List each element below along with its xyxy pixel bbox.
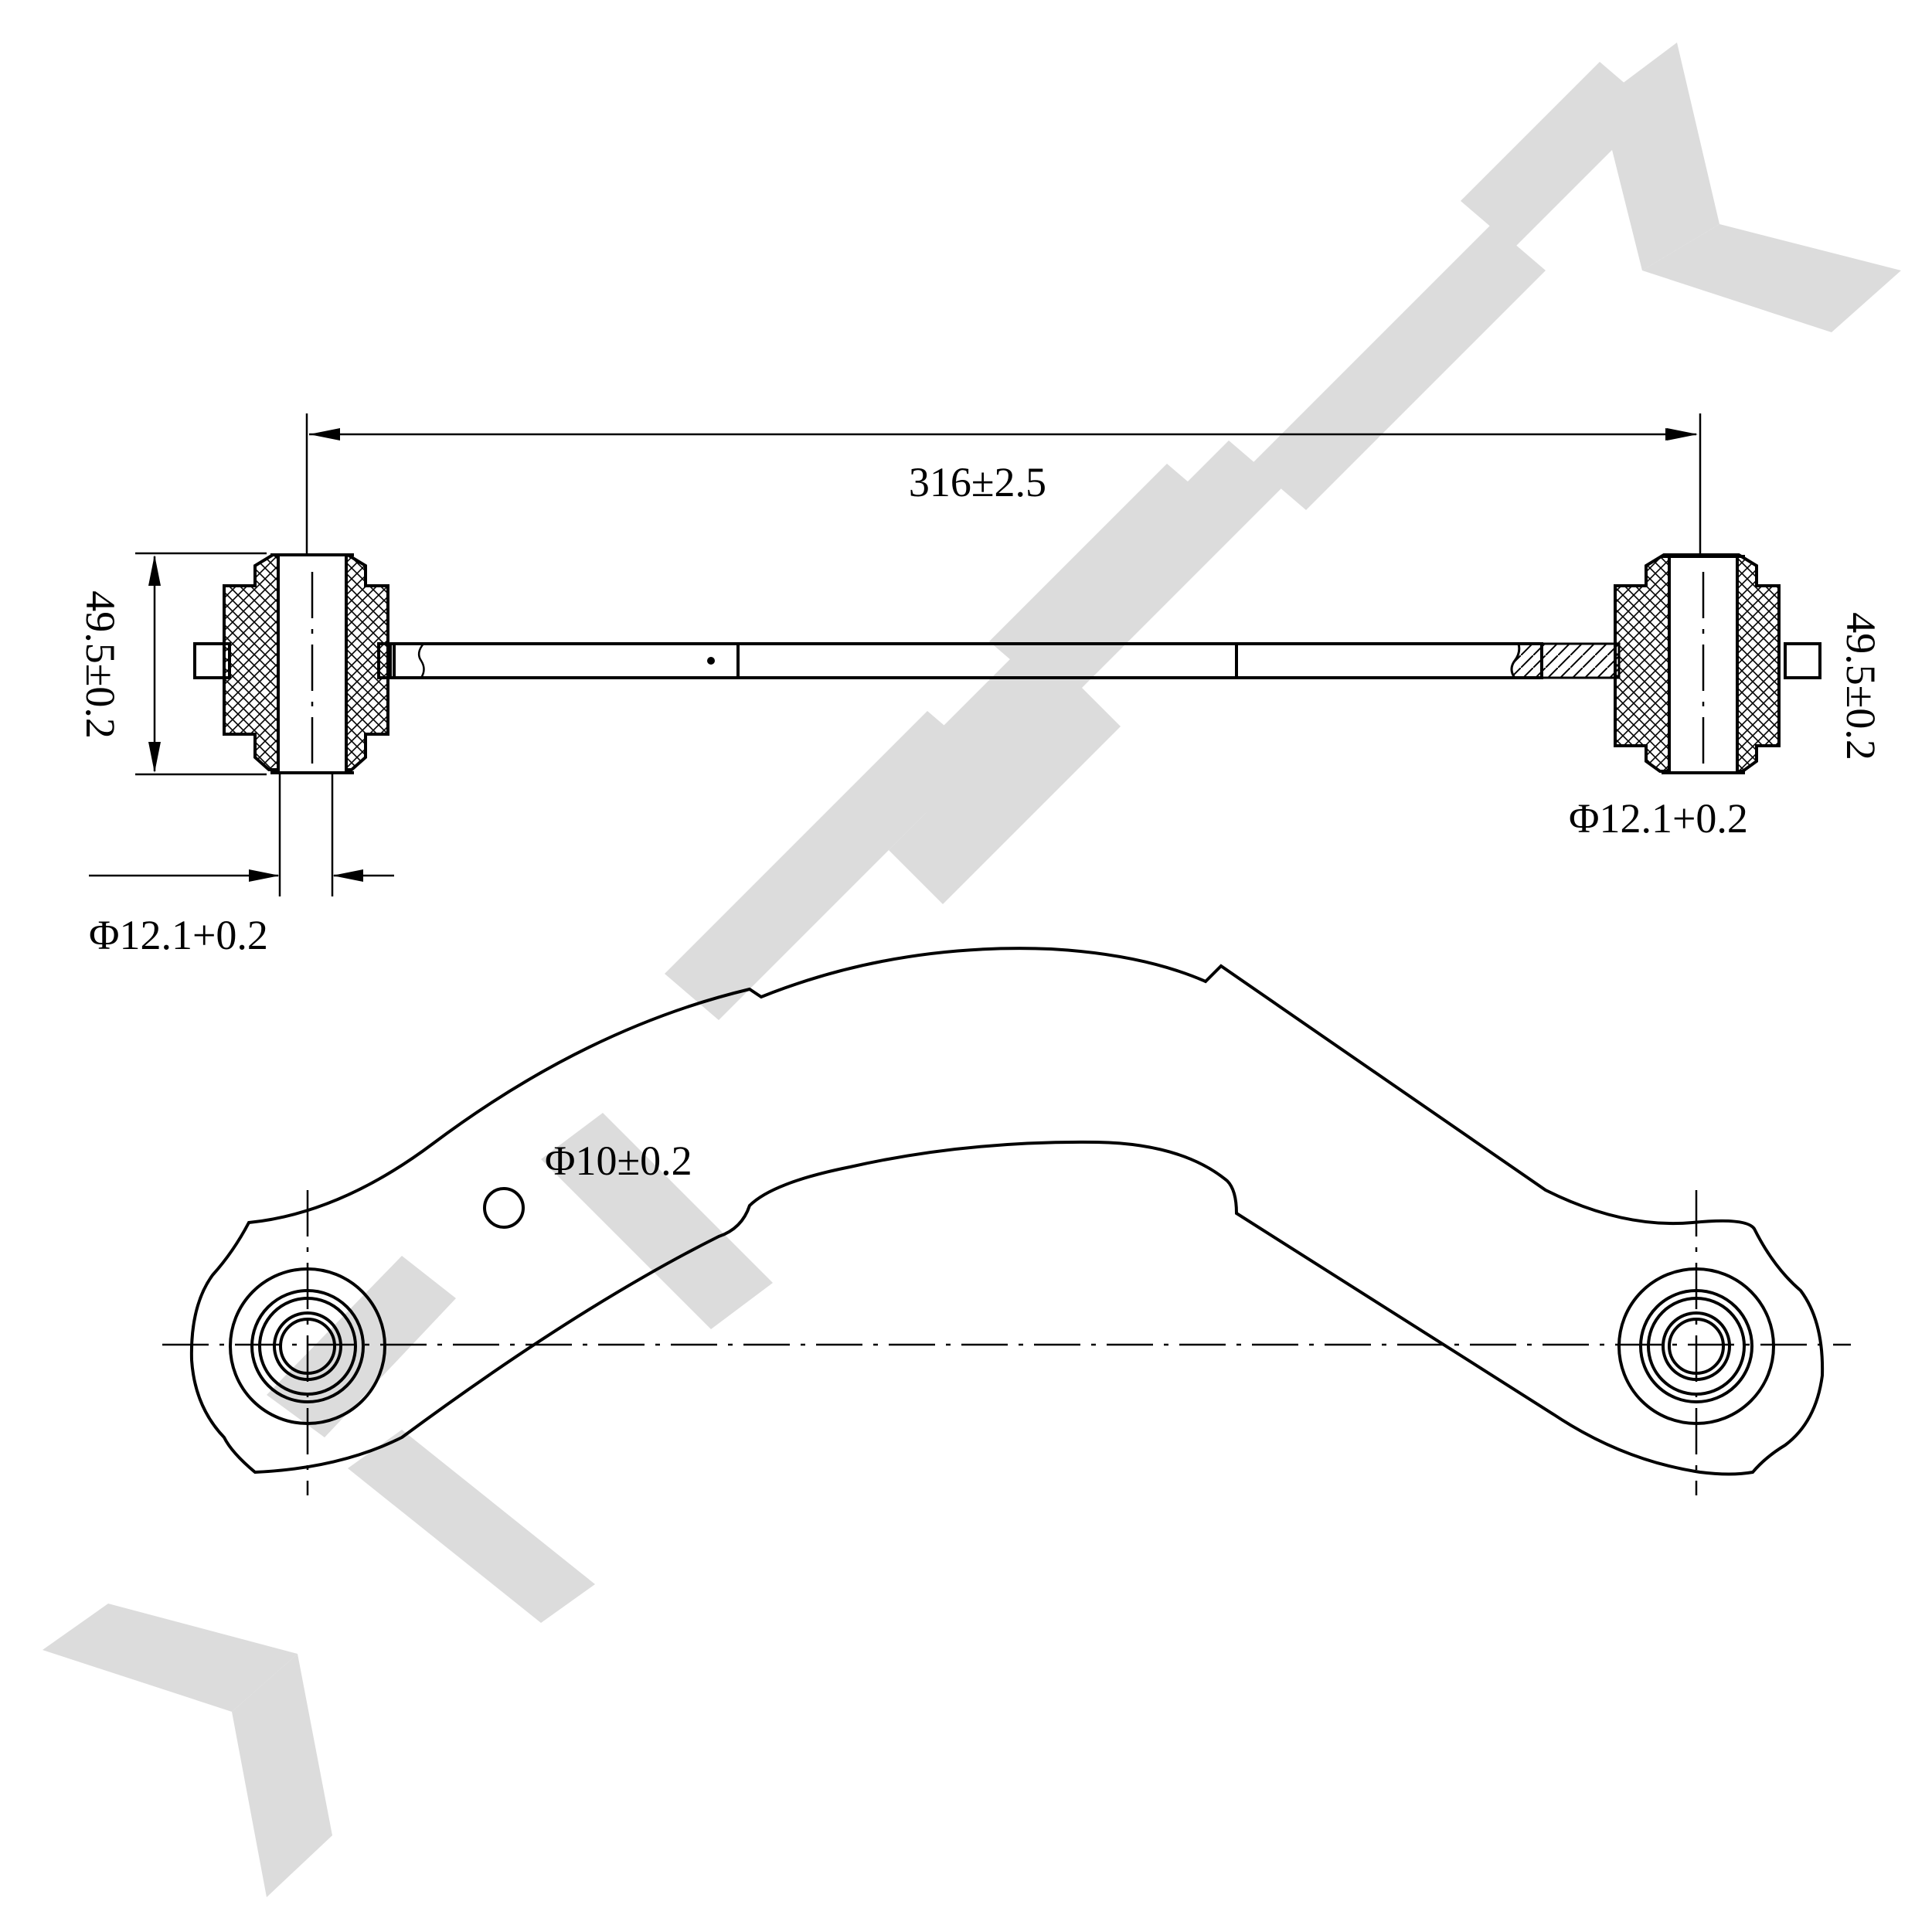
top-view: 316±2.5 49.5±0.2 49.5±0.2 [77, 413, 1884, 958]
arm-outline [189, 947, 1825, 1476]
height-left-dimension-label: 49.5±0.2 [77, 590, 124, 739]
bore-right-dimension-label: Φ12.1+0.2 [1569, 795, 1748, 842]
front-view: Φ10±0.2 [162, 947, 1851, 1495]
hole-dimension-label: Φ10±0.2 [545, 1138, 692, 1184]
right-eye [1617, 1267, 1775, 1425]
length-dimension-label: 316±2.5 [909, 459, 1046, 505]
watermark-logo [43, 43, 1901, 1897]
hole-circle [483, 1187, 525, 1229]
height-right-dimension-label: 49.5±0.2 [1838, 612, 1884, 760]
bore-left-dimension-label: Φ12.1+0.2 [89, 912, 268, 958]
left-eye [229, 1267, 386, 1425]
